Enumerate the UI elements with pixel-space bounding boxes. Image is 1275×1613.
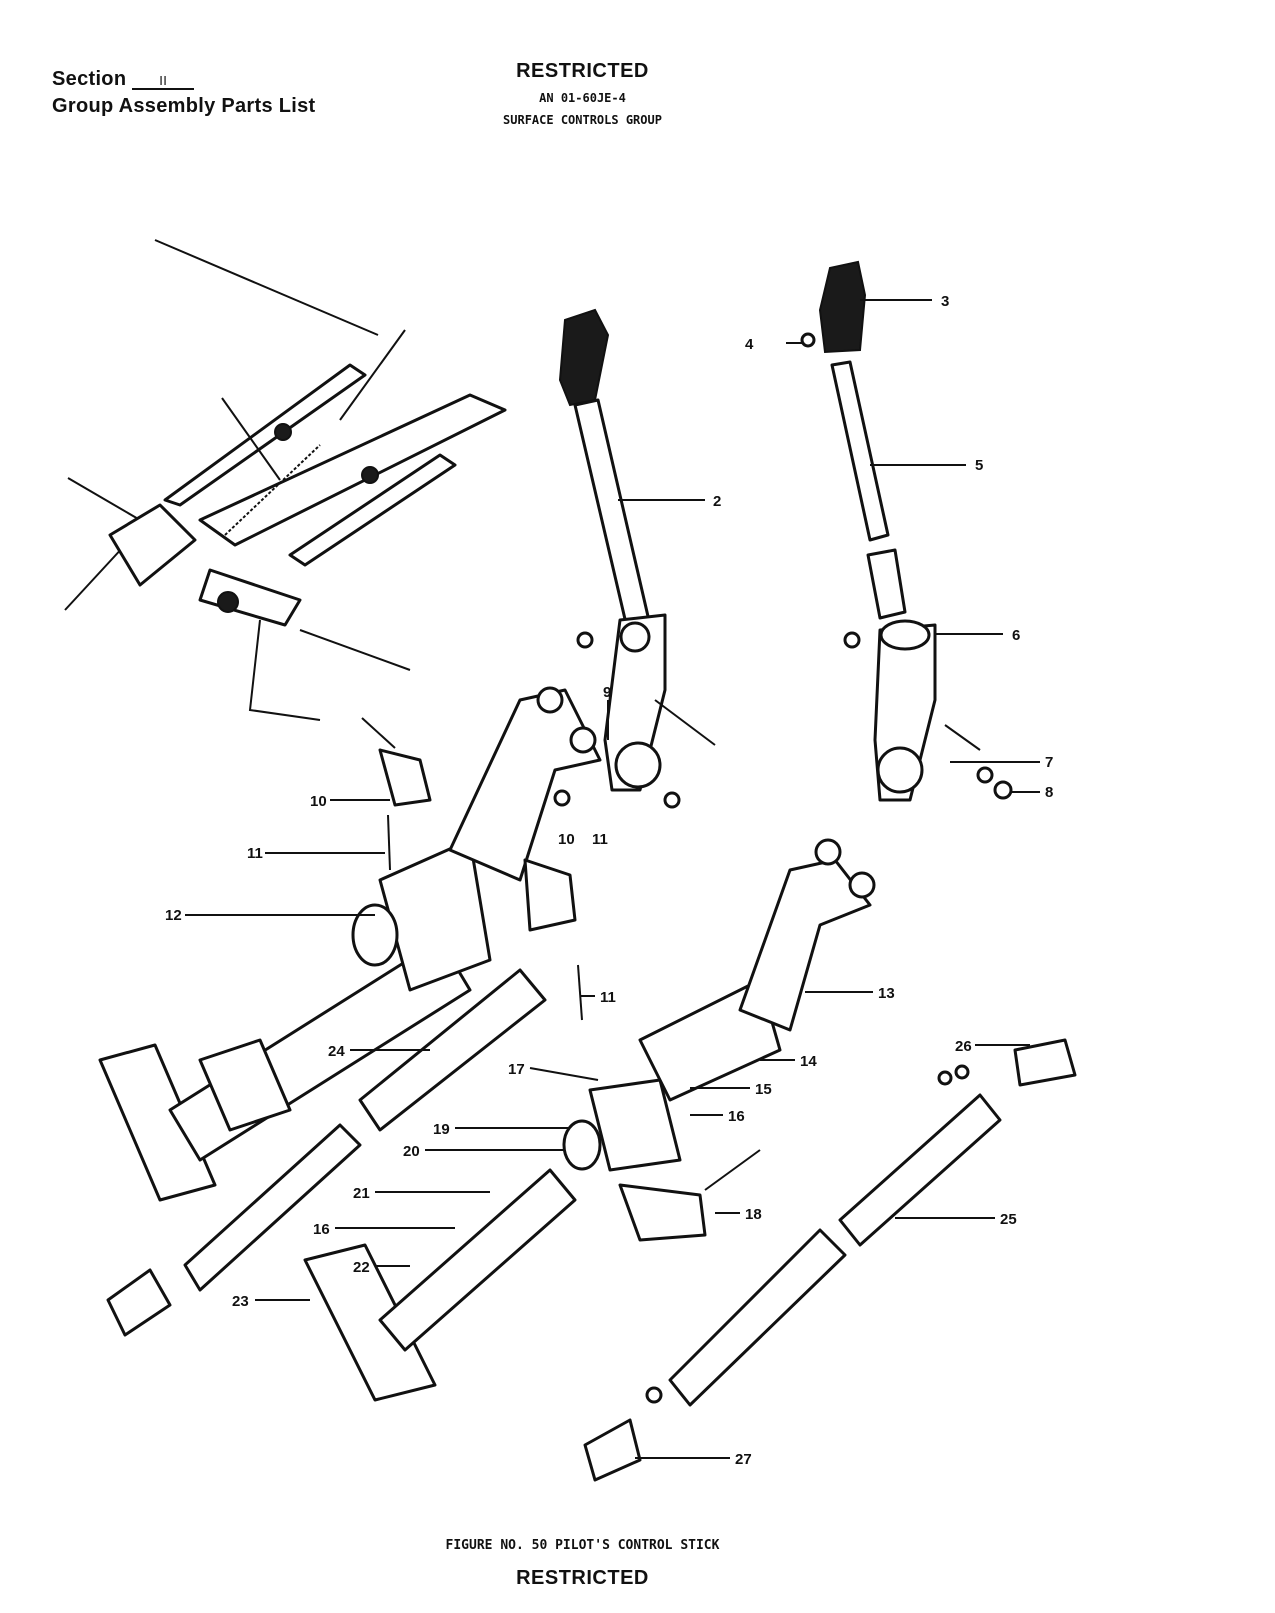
callout-25: 25 (1000, 1211, 1017, 1228)
document-number: AN 01-60JE-4 (539, 91, 626, 105)
callout-labels: 2 3 4 5 6 7 8 9 10 11 10 11 11 12 13 14 … (165, 293, 1053, 1468)
locator-view (64, 239, 507, 721)
callout-10: 10 (310, 793, 327, 810)
callout-8: 8 (1045, 784, 1053, 801)
callout-22: 22 (353, 1259, 370, 1276)
callout-14: 14 (800, 1053, 817, 1070)
parts-list-subtitle: Group Assembly Parts List (52, 95, 316, 117)
callout-21: 21 (353, 1185, 370, 1202)
callout-6: 6 (1012, 627, 1020, 644)
callout-11c: 11 (600, 989, 616, 1006)
callout-13: 13 (878, 985, 895, 1002)
callout-27: 27 (735, 1451, 752, 1468)
callout-4: 4 (745, 336, 754, 353)
torque-tube-lower (303, 838, 876, 1402)
callout-7: 7 (1045, 754, 1053, 771)
callout-5: 5 (975, 457, 983, 474)
document-header: RESTRICTED AN 01-60JE-4 SURFACE CONTROLS… (0, 60, 1165, 127)
push-rod-right (583, 1038, 1077, 1482)
control-stick-assembly (558, 308, 716, 809)
restricted-banner-top: RESTRICTED (516, 60, 649, 82)
section-label: Section (52, 68, 127, 90)
callout-15: 15 (755, 1081, 772, 1098)
leader-lines (185, 299, 1040, 1459)
callout-19: 19 (433, 1121, 450, 1138)
callout-26: 26 (955, 1038, 972, 1055)
stick-exploded-view (786, 260, 1013, 802)
callout-11: 11 (247, 845, 263, 862)
group-title: SURFACE CONTROLS GROUP (503, 113, 662, 127)
figure-caption: FIGURE NO. 50 PILOT'S CONTROL STICK (445, 1538, 720, 1553)
callout-9: 9 (603, 684, 611, 701)
mounting-brackets (361, 717, 583, 1021)
callout-24: 24 (328, 1043, 345, 1060)
callout-2: 2 (713, 493, 721, 510)
callout-23: 23 (232, 1293, 249, 1310)
callout-10b: 10 (558, 831, 575, 848)
restricted-banner-bottom: RESTRICTED (516, 1567, 649, 1589)
section-header: Section II Group Assembly Parts List (52, 66, 316, 120)
torque-tube-upper (98, 686, 602, 1202)
callout-16: 16 (728, 1108, 745, 1125)
callout-16b: 16 (313, 1221, 330, 1238)
callout-18: 18 (745, 1206, 762, 1223)
callout-11b: 11 (592, 831, 608, 848)
callout-3: 3 (941, 293, 949, 310)
callout-20: 20 (403, 1143, 420, 1160)
callout-17: 17 (508, 1061, 525, 1078)
callout-12: 12 (165, 907, 182, 924)
push-rod-left (106, 968, 547, 1337)
section-number: II (132, 74, 195, 90)
